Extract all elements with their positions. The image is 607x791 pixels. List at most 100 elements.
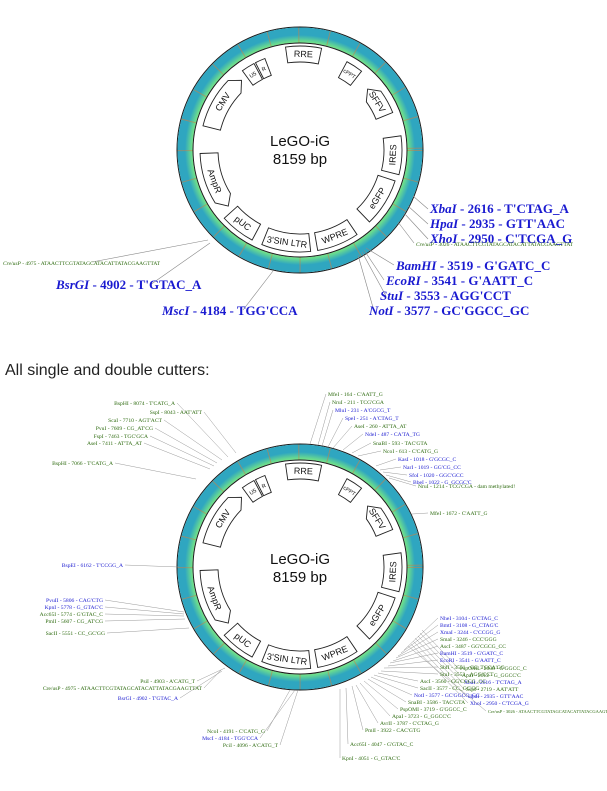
cutter-bsrgi: BsrGI - 4902 - T'GTAC_A — [55, 277, 202, 292]
cutter-site-label: PvuI - 7609 - CG_AT'CG — [96, 426, 153, 432]
cutter-site-label: NcoI - 613 - C'CATG_G — [383, 449, 438, 455]
cutter-site-label: SnaBI - 3586 - TAC'GTA — [408, 700, 465, 706]
leader-line — [106, 627, 190, 634]
leader-line — [279, 689, 299, 746]
cutter-site-label: AscI - 3487 - GG'CGCG_CC — [440, 644, 506, 650]
feature-ires — [380, 135, 403, 176]
leader-line — [359, 682, 391, 717]
leader-line — [309, 393, 327, 445]
feature-label: R — [261, 66, 267, 73]
cutter-site-label: XmaI - 3244 - C'CCGG_G — [440, 630, 500, 636]
cutter-labels-top: XbaI - 2616 - T'CTAG_A HpaI - 2935 - GTT… — [3, 201, 574, 318]
cutter-site-label: PspOMI - 2608 - G'GGCC_C — [460, 666, 527, 672]
leader-line — [351, 685, 364, 731]
cutter-noti: NotI - 3577 - GC'GGCC_GC — [368, 303, 529, 318]
cutter-site-label: PciI - 4096 - A'CATG_T — [223, 743, 279, 749]
leader-line — [266, 689, 291, 732]
leader-line — [382, 471, 408, 476]
cutter-site-label: SnaBI - 593 - TAC'GTA — [373, 441, 427, 447]
feature-sffv — [365, 505, 394, 537]
leader-line — [387, 659, 439, 667]
leader-line — [351, 442, 372, 454]
cutter-site-label: AvrII - 3787 - C'CTAG_G — [380, 721, 439, 727]
leader-line — [124, 564, 180, 568]
cutter-leader-lines — [91, 195, 429, 312]
cutter-site-label: PvuII - 5806 - CAG'CTG — [46, 598, 103, 604]
feature-ires — [380, 552, 403, 593]
leader-line — [385, 474, 412, 483]
feature-label: RRE — [294, 466, 313, 477]
leader-line — [379, 466, 402, 471]
ring-inner-outline — [192, 459, 408, 675]
cutter-site-label: Acc65I - 5774 - G'GTAC_C — [40, 612, 104, 618]
cutter-site-label: SbfI - 3551 - CC_TGCA'GG — [440, 664, 505, 671]
cutter-site-label: FspI - 7463 - TGC'GCA — [94, 434, 148, 440]
feature-u5 — [241, 479, 264, 503]
leader-line — [104, 606, 185, 615]
section-heading: All single and double cutters: — [5, 362, 210, 379]
cutter-site-label: SpeI - 251 - A'CTAG_T — [345, 416, 399, 422]
cutter-site-label: SacII - 3577 - CC_GC'GG — [420, 686, 479, 692]
leader-line — [114, 462, 197, 480]
leader-line — [345, 687, 349, 745]
cutter-site-label: MfeI - 164 - C'AATT_G — [328, 391, 383, 398]
feature-label: IRES — [387, 561, 398, 583]
cutter-ecori: EcoRI - 3541 - G'AATT_C — [385, 273, 533, 288]
feature-label: IRES — [387, 144, 398, 166]
leader-line — [203, 669, 222, 689]
feature-egfp — [356, 174, 396, 223]
ring-outer-outline — [176, 26, 424, 274]
feature-puc — [223, 205, 262, 241]
leader-line — [375, 458, 397, 467]
cutter-site-label: KpnI - 5778 - G_GTAC'C — [45, 605, 104, 611]
feature-label: RRE — [294, 49, 313, 60]
cutter-site-label: Acc65I - 4047 - G'GTAC_C — [350, 742, 414, 748]
ring-speckle — [177, 444, 423, 690]
leader-line — [321, 409, 334, 447]
cutter-site-label: KasI - 1018 - G'GCGC_C — [398, 457, 456, 463]
leader-line — [196, 667, 226, 682]
cutter-site-label: AseI - 7411 - AT'TA_AT — [87, 441, 143, 447]
plasmid-name: LeGO-iG — [270, 551, 330, 568]
leader-line — [149, 435, 215, 467]
feature-r — [254, 57, 272, 80]
cutter-site-label: Cre/usP - 4975 - ATAACTTCGTATAGCATACATTA… — [43, 686, 203, 692]
cutter-site-label: XhoI - 2950 - C'TCGA_G — [470, 701, 529, 707]
cutter-site-label: MluI - 231 - A'CGCG_T — [335, 408, 391, 414]
leader-line — [377, 672, 419, 682]
cutter-site-label: EcoRI - 3541 - G'AATT_C — [440, 658, 501, 664]
cutter-site-label: PmlI - 3922 - CAC'GTG — [365, 728, 420, 734]
cutter-site-label: ApaI - 3723 - G_GGCC'C — [392, 714, 451, 720]
cutter-site-label: NcoI - 4191 - C'CATG_G — [207, 729, 265, 735]
cutter-site-label: NarI - 1019 - GG'CG_CC — [403, 465, 461, 471]
leader-line — [421, 629, 459, 669]
leader-line — [370, 676, 413, 696]
cutter-leader-lines — [104, 393, 487, 758]
cutter-site-label: ScaI - 7710 - AGT'ACT — [108, 418, 162, 424]
feature-ampr — [199, 569, 231, 624]
feature-cmv — [202, 79, 242, 131]
cutter-site-label: BspEI - 6162 - T'CCGG_A — [62, 563, 123, 569]
cutter-site-label: BmtI - 3108 - G_CTAG'C — [440, 623, 499, 629]
cutter-site-label: MscI - 4184 - TGG'CCA — [202, 736, 258, 742]
leader-line — [357, 450, 382, 457]
leader-line — [417, 635, 463, 683]
ring-inner-outline — [192, 42, 408, 258]
cutter-site-label: BbeI - 1022 - G_GCGC'C — [413, 480, 472, 486]
leader-line — [104, 613, 185, 617]
cutter-site-label: SspI - 2719 - AAT'ATT — [466, 687, 519, 693]
cutter-site-label: ApaI - 2612 - G_GGCC'C — [462, 673, 521, 679]
cutter-creusp-4975: Cre/usP - 4975 - ATAACTTCGTATAGCATACATTA… — [3, 261, 161, 267]
cutter-site-label: NotI - 3577 - GC'GGCC_GC — [414, 693, 480, 699]
leader-line — [403, 617, 439, 651]
leader-line — [397, 631, 439, 657]
leader-line — [342, 433, 364, 451]
leader-line — [203, 411, 237, 454]
leader-line — [411, 512, 429, 515]
leader-line — [395, 638, 439, 659]
leader-line — [389, 652, 439, 664]
feature-label: U5 — [249, 488, 258, 497]
feature-egfp — [356, 591, 396, 640]
